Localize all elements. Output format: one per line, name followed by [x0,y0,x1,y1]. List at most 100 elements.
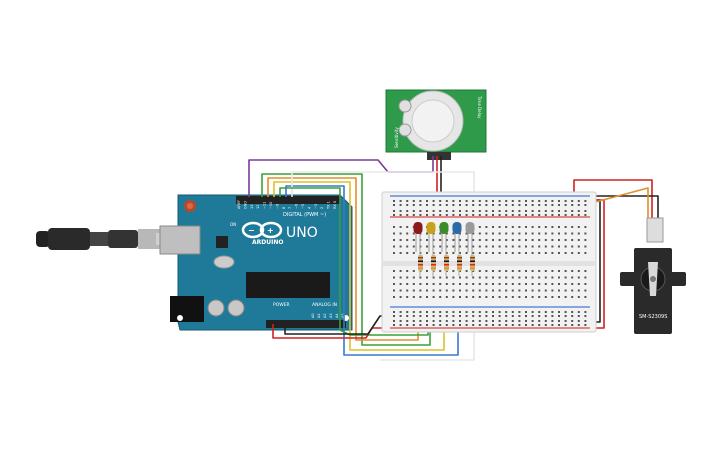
bb-hole [419,289,422,292]
bb-hole [426,289,428,292]
rail-hole [511,214,514,216]
pin-label: 7 [288,207,292,209]
rail-hole [505,315,508,317]
rail-hole [577,315,580,317]
bb-hole [485,296,488,298]
rail-hole [478,200,481,202]
wire[interactable] [584,195,659,220]
bb-hole [485,252,488,254]
rail-hole [571,315,574,317]
bb-hole [571,276,574,279]
wire[interactable] [587,187,649,220]
rail-hole [558,210,560,212]
small-ic [216,236,228,248]
rail-hole [577,214,580,216]
bb-hole [584,296,587,298]
mount-hole [177,315,183,321]
servo-motor[interactable]: SM-S2309S [620,217,686,334]
resistor[interactable] [457,255,462,271]
rail-hole [584,315,587,317]
rail-hole [584,320,587,322]
wire[interactable] [291,171,475,361]
analog-pin-label: A2 [323,313,327,318]
wire[interactable] [261,173,431,346]
led[interactable] [426,222,436,234]
pin-label: 4 [307,206,311,209]
breadboard[interactable] [381,191,597,333]
bb-hole [393,289,395,292]
rail-hole [419,204,422,206]
rail-hole [492,204,494,206]
bb-hole [558,232,560,235]
rail-hole [525,315,527,317]
led[interactable] [465,222,475,234]
rail-hole [584,311,587,313]
rail-hole [544,200,547,202]
bb-hole [498,270,501,272]
bb-hole [412,283,415,285]
rail-hole [393,324,395,326]
bb-hole [399,296,402,298]
rail-hole [584,214,587,216]
led-array [413,222,475,276]
wire[interactable] [279,187,429,336]
pin-label: ~3 [314,204,318,209]
wire[interactable] [272,324,392,339]
pir-sensor[interactable]: Sensitivity Time Delay [385,89,487,160]
bb-hole [571,232,574,235]
led[interactable] [413,222,423,234]
rail-hole [452,324,455,326]
bb-hole [538,252,541,254]
led[interactable] [439,222,449,234]
bb-hole [485,226,488,228]
digital-header [236,196,340,204]
resistor-band [418,257,423,259]
bb-hole [445,245,448,248]
rail-hole [393,204,395,206]
bb-hole [439,245,442,248]
resistor[interactable] [444,255,449,271]
rail-hole [439,204,442,206]
rail-hole [564,210,567,212]
bb-hole [505,245,508,248]
bb-hole [571,289,574,292]
rail-hole [558,214,560,216]
rail-hole [505,210,508,212]
bb-hole [492,232,494,235]
sensitivity-potentiometer[interactable] [398,99,412,113]
rail-hole [432,311,435,313]
rail-hole [406,200,409,202]
resistor[interactable] [431,255,436,271]
bb-hole [412,296,415,298]
rail-hole [584,204,587,206]
analog-pin-label: A3 [329,313,333,318]
bb-hole [412,276,415,279]
led[interactable] [452,222,462,234]
wire[interactable] [273,181,445,351]
bb-hole [445,276,448,279]
resistor[interactable] [470,255,475,271]
rail-hole [465,200,468,202]
wire[interactable] [248,156,434,197]
analog-pin-label: A5 [341,313,345,318]
analog-label: ANALOG IN [312,302,337,308]
bb-hole [525,270,527,272]
power-label: POWER [273,302,290,308]
bb-hole [558,276,560,279]
atmega-chip [246,272,330,298]
rail-hole [465,210,468,212]
rail-hole [465,324,468,326]
bb-hole [472,252,475,254]
resistor-band [470,267,475,269]
rail-hole [498,210,501,212]
pin-label: ~5 [301,204,305,209]
rail-hole [485,311,488,313]
bb-hole [465,276,468,279]
resistor[interactable] [418,255,423,271]
rail-hole [498,324,501,326]
rail-hole [538,315,541,317]
arduino-uno[interactable]: − + ARDUINO UNO DIGITAL (PWM ~) ANALOG I… [159,194,353,331]
time-delay-potentiometer[interactable] [398,123,412,137]
rail-hole [518,210,521,212]
